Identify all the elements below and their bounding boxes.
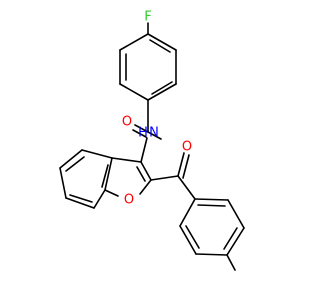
bond	[93, 189, 106, 209]
double-bond-inner	[69, 194, 93, 203]
double-bond-inner	[65, 156, 85, 172]
amide-hydrogen-label: H	[138, 126, 148, 141]
tolyl-ring	[179, 198, 245, 256]
bond	[227, 199, 245, 229]
bond	[147, 33, 177, 51]
bond	[119, 33, 149, 51]
bond	[179, 225, 197, 255]
bond	[111, 157, 142, 163]
bond	[119, 83, 149, 101]
bond	[59, 167, 67, 199]
bond-n-c3	[140, 137, 148, 163]
double-bond-inner	[149, 39, 171, 53]
amide-nitrogen-label: N	[149, 126, 159, 141]
bond	[194, 198, 229, 201]
bond-carbonyl-o	[134, 124, 149, 133]
bond-ketone-ring	[177, 175, 196, 200]
double-bond-inner	[136, 166, 146, 182]
fluorophenyl-ring	[119, 33, 177, 101]
structure-canvas: F O N H O O	[59, 10, 245, 271]
furan-ring	[104, 157, 152, 197]
double-bond-inner	[101, 164, 109, 188]
bond	[140, 161, 152, 181]
bond-ketone-o-double	[182, 154, 190, 179]
bond	[147, 83, 177, 101]
bond-carbonyl-n	[147, 131, 162, 140]
bond-methyl	[226, 254, 236, 271]
bond-ketone-o	[177, 152, 185, 177]
fluorine-label: F	[144, 10, 151, 25]
bond-carbonyl-o-double	[132, 129, 147, 138]
bond	[81, 149, 113, 159]
double-bond-inner	[151, 81, 173, 95]
amide-oxygen-label: O	[122, 115, 132, 130]
ketone-oxygen-label: O	[182, 140, 192, 155]
furan-oxygen-label: O	[124, 193, 134, 208]
bond	[139, 179, 152, 195]
double-bond-inner	[223, 227, 238, 250]
bond	[65, 197, 95, 209]
double-bond-inner	[185, 225, 200, 249]
bond	[59, 149, 83, 169]
bond	[104, 157, 113, 191]
double-bond-inner	[197, 204, 226, 207]
molecule-structure: F O N H O O	[59, 10, 245, 271]
bond	[226, 227, 245, 256]
benzo-ring	[59, 149, 113, 209]
bond-c2-ketone	[150, 175, 179, 181]
bond	[195, 253, 228, 256]
bond	[179, 198, 196, 227]
bond	[104, 189, 119, 197]
